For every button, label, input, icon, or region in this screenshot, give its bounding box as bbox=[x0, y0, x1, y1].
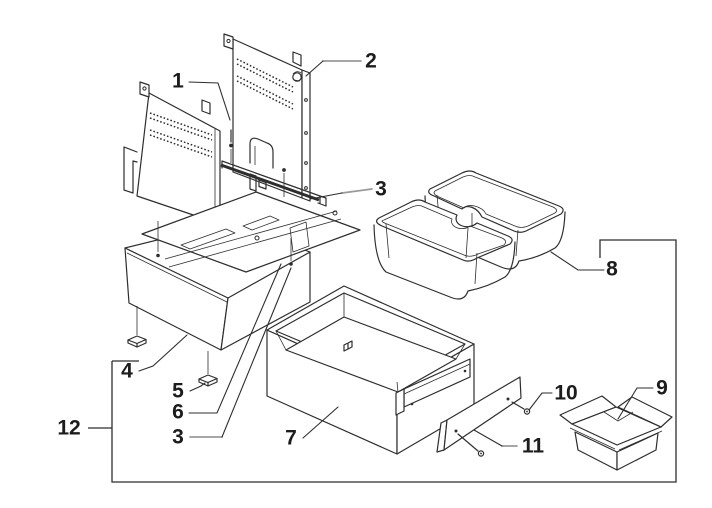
part-label-12: 12 bbox=[57, 416, 81, 440]
leader-7 bbox=[302, 406, 339, 439]
leader-6 bbox=[188, 263, 282, 414]
side-panel-left bbox=[123, 81, 221, 225]
leader-3-top bbox=[309, 192, 343, 200]
tub-front bbox=[373, 199, 516, 300]
part-label-1: 1 bbox=[172, 69, 184, 93]
part-label-8: 8 bbox=[606, 257, 618, 281]
cable-arch-bracket bbox=[249, 137, 274, 169]
storage-tubs bbox=[373, 170, 566, 300]
part-label-9: 9 bbox=[656, 376, 668, 400]
panel-hook-bracket bbox=[123, 146, 138, 194]
part-label-7: 7 bbox=[285, 426, 297, 450]
drawer-latch bbox=[343, 340, 353, 352]
frame-screw bbox=[289, 238, 293, 266]
leader-1 bbox=[188, 81, 231, 121]
frame-screw bbox=[156, 221, 160, 258]
leader-3-top-gray bbox=[341, 188, 373, 194]
part-label-6: 6 bbox=[172, 400, 184, 424]
drawer-front-panel bbox=[436, 376, 522, 453]
part-label-4: 4 bbox=[121, 359, 133, 383]
drawer-rail bbox=[395, 358, 471, 416]
leader-lines bbox=[138, 60, 654, 447]
leader-8 bbox=[550, 251, 605, 271]
side-panel-right bbox=[223, 33, 311, 202]
group-bracket bbox=[88, 239, 677, 483]
leader-9 bbox=[617, 387, 654, 420]
latch-knob bbox=[292, 71, 302, 82]
carton-box bbox=[559, 395, 673, 471]
part-label-3-top: 3 bbox=[375, 177, 387, 201]
mounting-screws bbox=[457, 401, 531, 457]
part-label-3-bottom: 3 bbox=[172, 425, 184, 449]
leader-10 bbox=[528, 392, 553, 411]
leveling-feet bbox=[127, 306, 218, 387]
leader-5 bbox=[189, 382, 206, 392]
leader-3-bottom bbox=[221, 267, 292, 438]
part-label-5: 5 bbox=[172, 379, 184, 403]
rail-screw bbox=[282, 168, 286, 197]
drawer-box bbox=[266, 285, 475, 455]
leader-2 bbox=[305, 60, 324, 77]
bottom-plate bbox=[141, 191, 361, 273]
part-label-10: 10 bbox=[554, 381, 578, 405]
rail-screw bbox=[229, 129, 233, 163]
part-label-11: 11 bbox=[521, 434, 545, 458]
leader-11 bbox=[473, 429, 503, 447]
leader-4 bbox=[138, 334, 188, 372]
part-label-2: 2 bbox=[365, 49, 377, 73]
